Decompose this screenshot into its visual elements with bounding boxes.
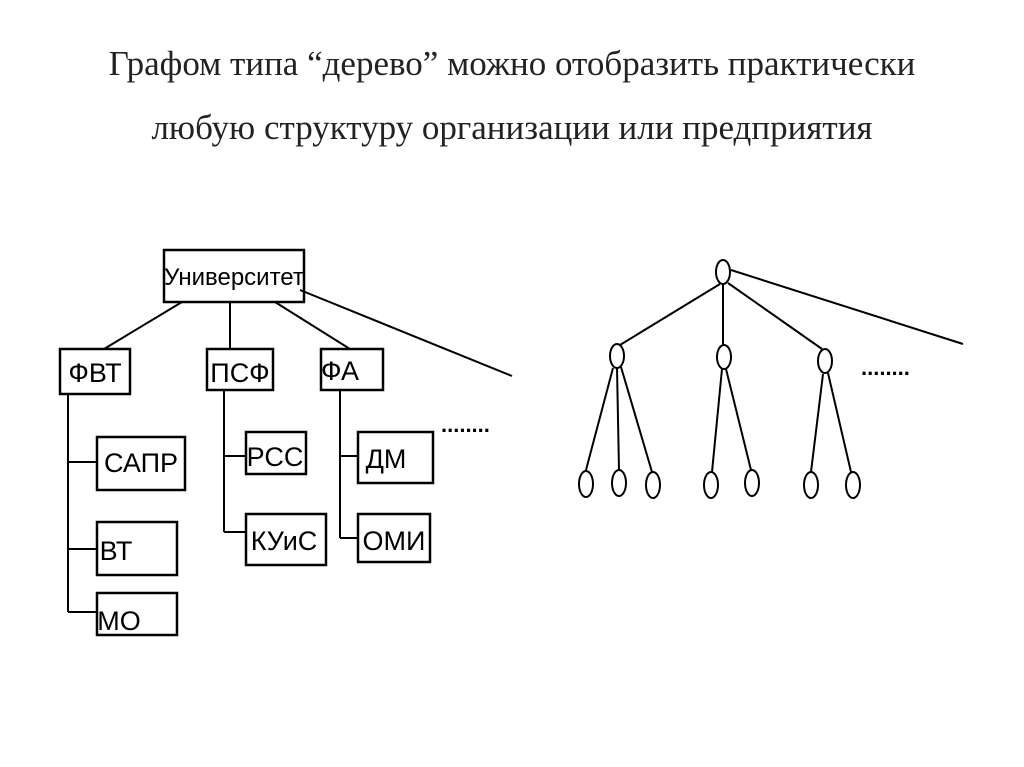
node-root-box: [162, 248, 306, 304]
abs-node-b: [716, 344, 732, 370]
node-psf-box: [205, 347, 275, 392]
node-dm-label: ДМ: [366, 444, 407, 474]
node-fa-box: [319, 347, 385, 392]
node-kuis-label: КУиС: [251, 526, 318, 556]
abs-node-a: [609, 343, 625, 369]
abs-edge-a-1: [585, 367, 614, 471]
slide-title-line-2: любую структуру организации или предприя…: [151, 108, 873, 147]
abs-leaf-c1: [803, 471, 819, 499]
node-rss-box: [244, 430, 308, 476]
abs-leaf-a2: [611, 469, 627, 497]
node-mo-box: [95, 591, 179, 637]
node-kuis-box: [244, 512, 328, 567]
abs-edge-a-2: [616, 367, 620, 471]
abs-node-c: [817, 348, 833, 374]
abs-edge-root-more: [730, 269, 964, 345]
abs-edge-c-2: [827, 372, 852, 473]
abs-edge-root-a: [619, 283, 721, 346]
abs-edge-root-c: [727, 282, 823, 350]
org-tree: [58, 248, 513, 637]
node-rss-label: РСС: [247, 442, 304, 472]
node-sapr-label: САПР: [104, 448, 178, 478]
abs-leaf-a3: [645, 471, 661, 499]
abs-leaf-a1: [578, 470, 594, 498]
node-omi-box: [356, 512, 432, 564]
node-psf-label: ПСФ: [210, 358, 269, 388]
node-vt-label: ВТ: [100, 536, 133, 566]
node-sapr-box: [95, 435, 187, 492]
node-dm-box: [356, 430, 435, 485]
abs-leaf-c2: [845, 471, 861, 499]
edge-root-more: [299, 289, 513, 377]
abs-node-root: [715, 259, 731, 285]
slide-title-line-1: Графом типа “дерево” можно отобразить пр…: [108, 44, 916, 83]
abs-leaf-b1: [703, 471, 719, 499]
node-vt-box: [95, 520, 179, 577]
node-mo-label: МО: [97, 606, 141, 636]
abstract-tree: [578, 259, 964, 499]
edge-root-fvt: [103, 301, 183, 350]
abs-edge-a-3: [620, 366, 653, 473]
abstract-tree-ellipsis: ........: [861, 355, 910, 380]
node-fvt-box: [58, 347, 132, 396]
abs-edge-c-1: [810, 373, 824, 473]
node-fvt-label: ФВТ: [68, 358, 121, 388]
abs-edge-b-1: [711, 368, 723, 473]
edge-root-fa: [274, 301, 351, 350]
node-fa-label: ФА: [321, 356, 359, 386]
abs-leaf-b2: [744, 469, 760, 497]
node-omi-label: ОМИ: [363, 526, 426, 556]
node-root-label: Университет: [164, 264, 304, 291]
org-tree-ellipsis: ........: [441, 412, 490, 437]
abs-edge-b-2: [725, 368, 752, 471]
org-tree-labels: Университет ФВТ ПСФ ФА САПР ВТ МО РСС КУ…: [68, 264, 490, 636]
